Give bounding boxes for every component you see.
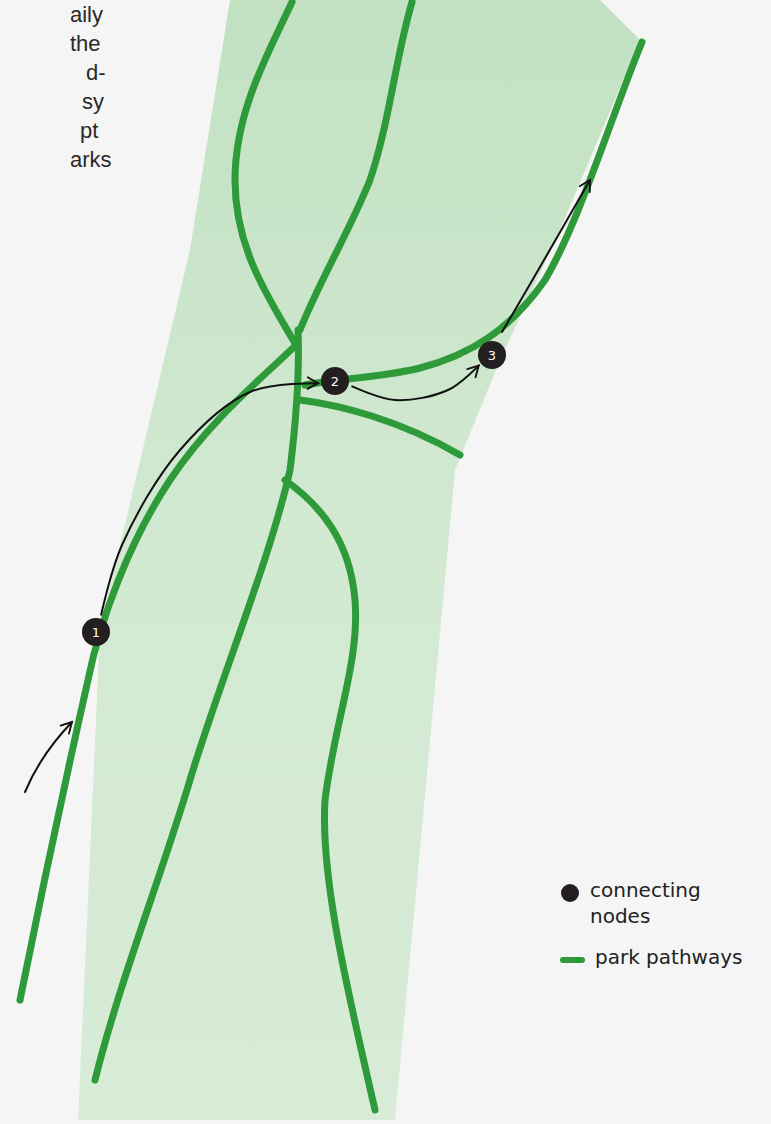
paragraph-fragment: pt [80, 118, 98, 144]
legend-line-sample [560, 957, 585, 963]
paragraph-fragment: sy [82, 89, 104, 115]
flow-arrow [25, 722, 72, 792]
paragraph-fragment: d- [86, 60, 106, 86]
park-pathway [235, 2, 296, 345]
park-pathway [300, 2, 412, 330]
callout-number: 2 [331, 375, 339, 388]
park-pathway [95, 330, 298, 1080]
legend-dot [561, 884, 579, 902]
paragraph-fragment: arks [70, 147, 112, 173]
paragraph-fragment: the [70, 31, 101, 57]
callout-number: 1 [92, 626, 100, 639]
legend-label: park pathways [595, 944, 742, 970]
park-pathway [20, 345, 296, 1000]
park-pathway [305, 42, 642, 385]
connecting-node: 1 [82, 618, 110, 646]
connecting-node: 3 [478, 341, 506, 369]
flow-arrow [352, 366, 479, 401]
legend-label: connecting nodes [590, 877, 740, 929]
park-pathway [300, 400, 460, 455]
callout-number: 3 [488, 349, 496, 362]
flow-arrow [101, 383, 318, 615]
flow-arrow [502, 180, 590, 332]
park-pathway [285, 480, 375, 1110]
connecting-node: 2 [321, 367, 349, 395]
park-band [78, 0, 640, 1120]
paragraph-fragment: aily [70, 2, 103, 28]
